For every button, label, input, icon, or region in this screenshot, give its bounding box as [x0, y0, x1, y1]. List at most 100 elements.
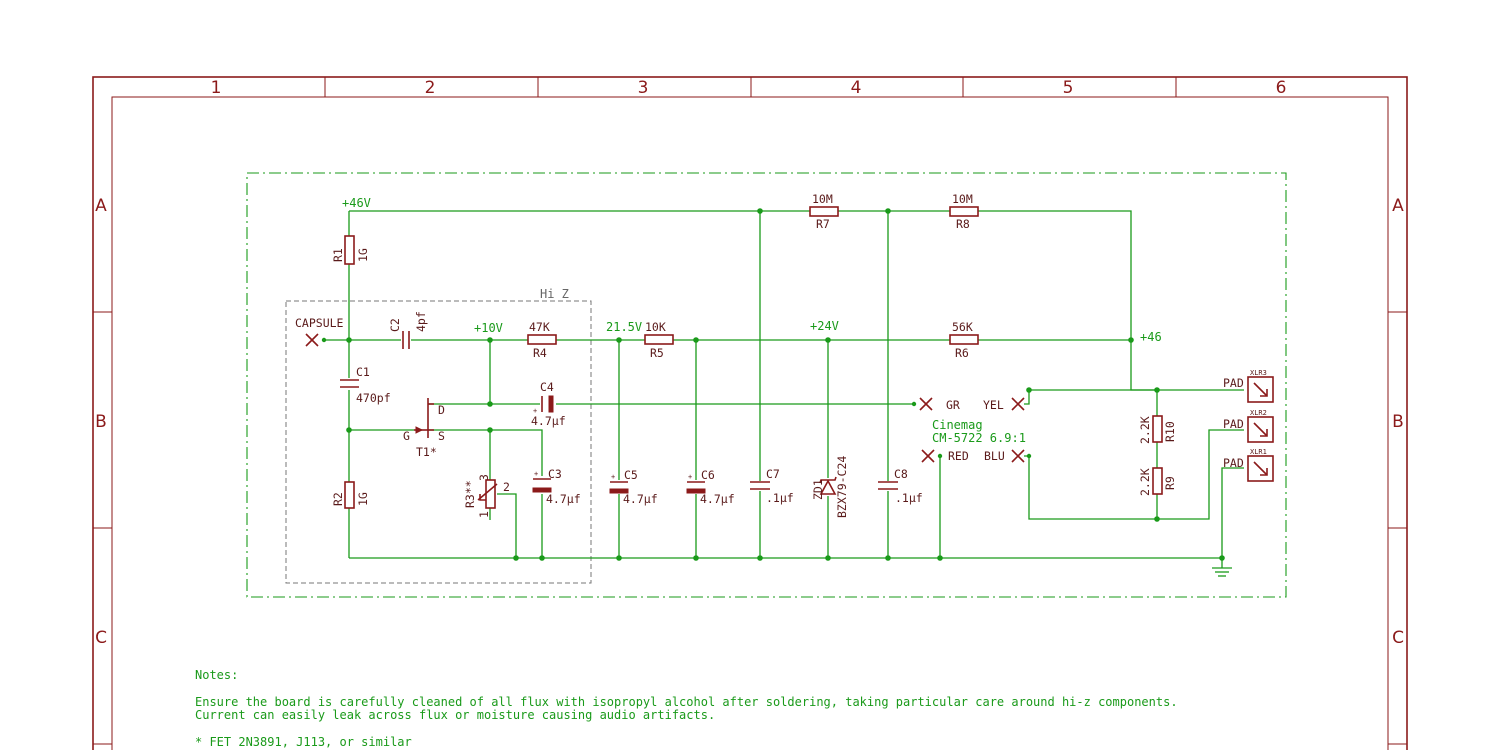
net-label-21-5v: 21.5V: [606, 320, 642, 334]
c3-value: 4.7µf: [546, 492, 581, 506]
notes-line-3: * FET 2N3891, J113, or similar: [195, 735, 412, 749]
wires: [324, 210, 1244, 568]
hi-z-area: [285, 300, 592, 584]
r9-name: R9: [1163, 476, 1177, 490]
c5-value: 4.7µf: [623, 492, 658, 506]
c7-value: .1µf: [766, 491, 794, 505]
c2-name: C2: [388, 318, 402, 332]
yel-label: YEL: [983, 398, 1004, 412]
r8-name: R8: [956, 217, 970, 231]
zener-zd1: ZD1 BZX79-C24: [811, 456, 849, 518]
row-label-a-left: A: [95, 196, 107, 216]
column-label-4: 4: [851, 78, 862, 98]
xlr2-pad: PAD: [1223, 417, 1244, 431]
resistor-r5: 10K R5: [644, 320, 674, 360]
notes-heading: Notes:: [195, 668, 238, 682]
xlr2-name: XLR2: [1250, 409, 1267, 417]
capacitor-c2: C2 4pf: [388, 311, 428, 349]
capacitor-c4: + C4 4.7µf: [531, 380, 566, 428]
column-label-5: 5: [1063, 78, 1074, 98]
c8-value: .1µf: [895, 491, 923, 505]
t1-gate-label: G: [403, 429, 410, 443]
capsule-connection: CAPSULE: [295, 316, 344, 347]
xlr-connector-xlr3: XLR3 PAD: [1223, 369, 1274, 403]
c3-name: C3: [548, 467, 562, 481]
r1-value: 1G: [356, 248, 370, 262]
hi-z-label: Hi Z: [540, 287, 569, 301]
capacitor-c8: C8 .1µf: [878, 467, 923, 505]
row-label-b-left: B: [95, 412, 107, 432]
capacitor-c7: C7 .1µf: [750, 467, 794, 505]
t1-drain-label: D: [438, 403, 445, 417]
capsule-label: CAPSULE: [295, 316, 344, 330]
r2-name: R2: [331, 492, 345, 506]
svg-text:+: +: [533, 407, 537, 415]
fet-t1: D G S T1*: [403, 398, 445, 459]
capacitor-c6: + C6 4.7µf: [686, 468, 735, 506]
r8-value: 10M: [952, 192, 973, 206]
junction-dots: [321, 208, 1225, 561]
t1-source-label: S: [438, 429, 445, 443]
transformer-model: CM-5722 6.9:1: [932, 431, 1026, 445]
c4-value: 4.7µf: [531, 414, 566, 428]
r3-pin-2: 2: [503, 480, 510, 494]
drawing-frame: 1 2 3 4 5 6 A B C A B C: [92, 76, 1408, 750]
c5-name: C5: [624, 468, 638, 482]
capacitor-c1: C1 470pf: [340, 365, 391, 405]
r9-value: 2.2K: [1138, 468, 1152, 496]
c2-value: 4pf: [414, 311, 428, 332]
xlr3-name: XLR3: [1250, 369, 1267, 377]
r6-value: 56K: [952, 320, 973, 334]
resistor-r7: 10M R7: [809, 192, 839, 231]
r7-name: R7: [816, 217, 830, 231]
r3-pin-3: 3: [477, 474, 491, 481]
zd1-name: ZD1: [811, 479, 825, 500]
c4-name: C4: [540, 380, 554, 394]
r10-name: R10: [1163, 421, 1177, 442]
r1-name: R1: [331, 248, 345, 262]
resistor-r8: 10M R8: [949, 192, 979, 231]
r7-value: 10M: [812, 192, 833, 206]
c1-name: C1: [356, 365, 370, 379]
resistor-r6: 56K R6: [949, 320, 979, 360]
row-label-c-left: C: [95, 628, 107, 648]
zd1-value: BZX79-C24: [835, 456, 849, 518]
red-label: RED: [948, 449, 969, 463]
r6-name: R6: [955, 346, 969, 360]
r3-name: R3**: [463, 480, 477, 508]
r10-value: 2.2K: [1138, 416, 1152, 444]
c6-value: 4.7µf: [700, 492, 735, 506]
resistor-r2: R2 1G: [331, 481, 370, 509]
row-label-c-right: C: [1392, 628, 1404, 648]
resistor-r10: 2.2K R10: [1138, 415, 1177, 444]
c7-name: C7: [766, 467, 780, 481]
gr-label: GR: [946, 398, 960, 412]
capacitor-c5: + C5 4.7µf: [609, 468, 658, 506]
xlr1-pad: PAD: [1223, 456, 1244, 470]
blu-label: BLU: [984, 449, 1005, 463]
t1-name: T1*: [416, 445, 437, 459]
svg-text:+: +: [534, 470, 538, 478]
trimpot-r3: R3** 3 1 2: [463, 474, 510, 518]
resistor-r1: R1 1G: [331, 235, 370, 265]
row-label-a-right: A: [1392, 196, 1404, 216]
notes-block: Notes: Ensure the board is carefully cle…: [195, 668, 1178, 749]
c6-name: C6: [701, 468, 715, 482]
c8-name: C8: [894, 467, 908, 481]
r5-name: R5: [650, 346, 664, 360]
row-label-b-right: B: [1392, 412, 1404, 432]
xlr1-name: XLR1: [1250, 448, 1267, 456]
board-outline: [246, 172, 1287, 598]
xlr3-pad: PAD: [1223, 376, 1244, 390]
notes-line-1: Ensure the board is carefully cleaned of…: [195, 695, 1178, 709]
column-label-1: 1: [211, 78, 222, 98]
r4-name: R4: [533, 346, 547, 360]
xlr-connector-xlr1: XLR1 PAD: [1223, 448, 1274, 482]
r4-value: 47K: [529, 320, 550, 334]
ground-icon: [1212, 567, 1232, 577]
resistor-r4: 47K R4: [527, 320, 557, 360]
net-label-24v: +24V: [810, 319, 839, 333]
transformer-connections: GR YEL RED BLU Cinemag CM-5722 6.9:1: [919, 397, 1026, 463]
net-label-46v: +46V: [342, 196, 371, 210]
